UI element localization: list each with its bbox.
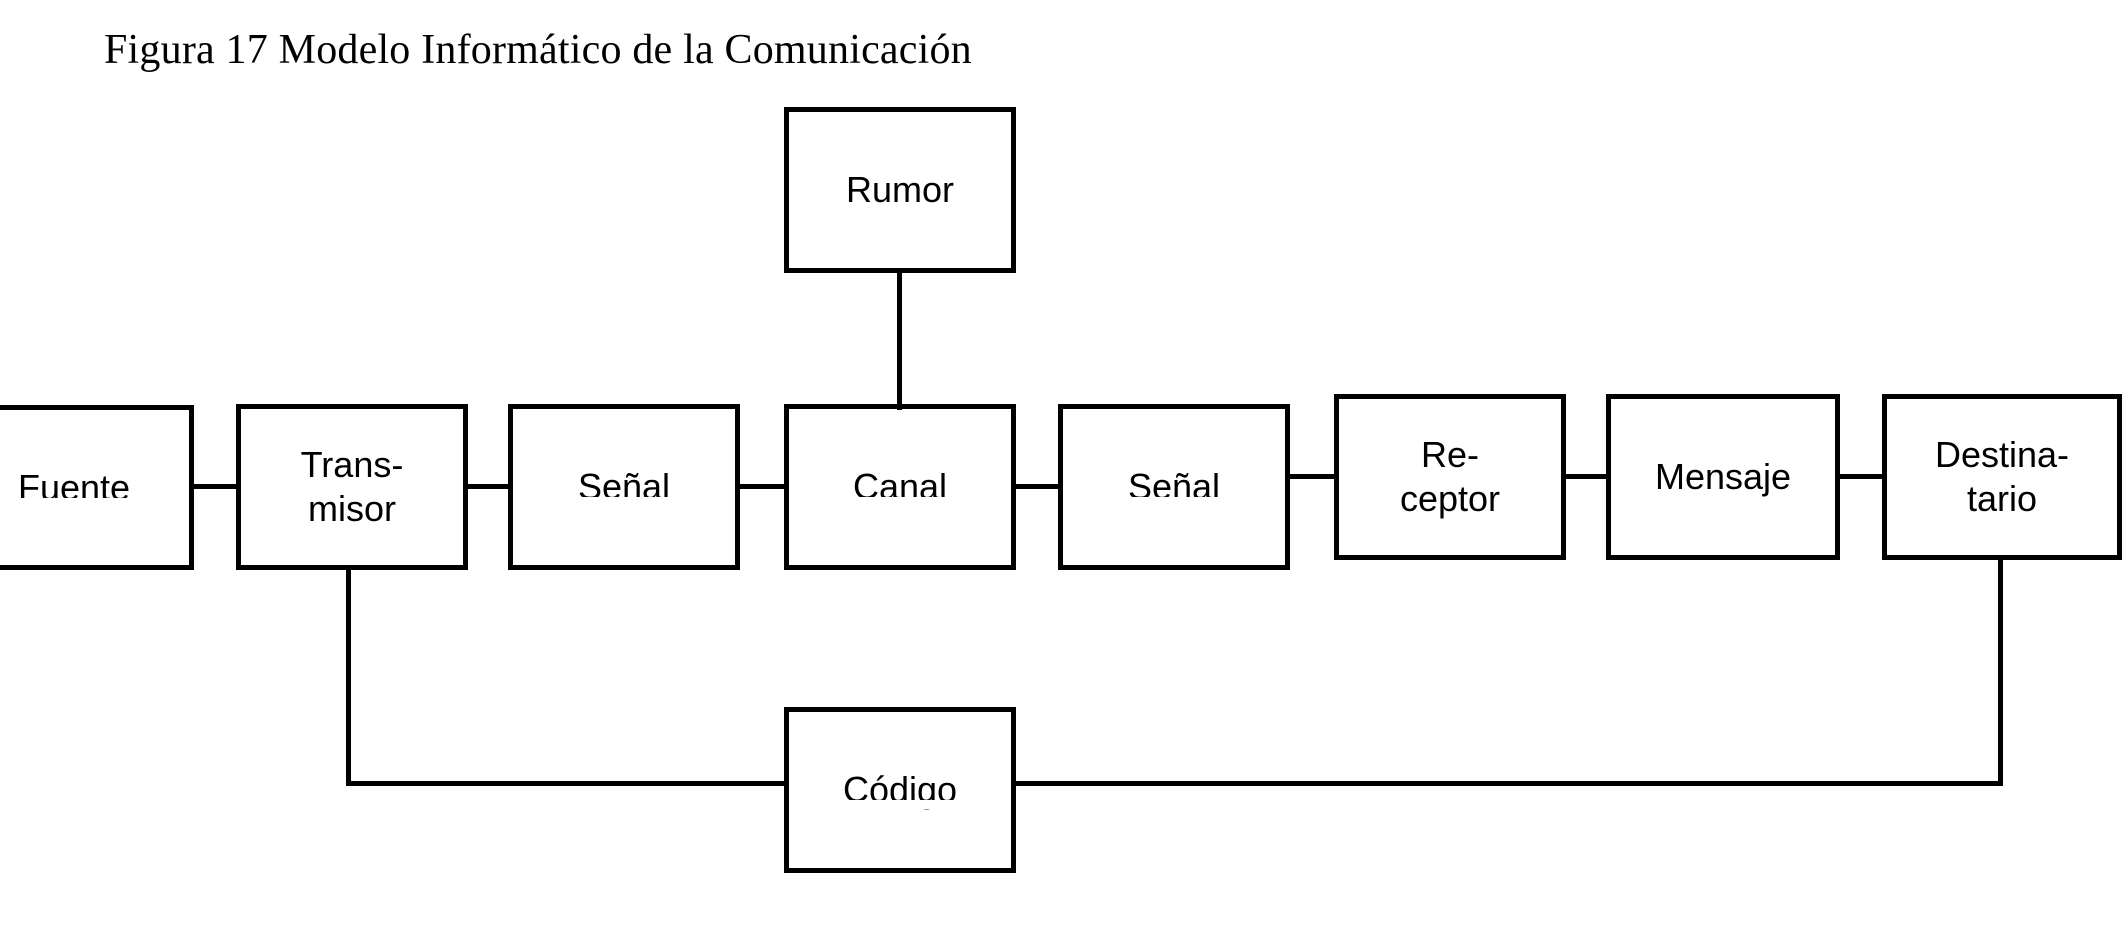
edge-transmisor-senal1 xyxy=(463,484,513,489)
edge-transmisor-codigo-vertical xyxy=(346,565,351,786)
node-rumor-label: Rumor xyxy=(845,169,955,211)
edge-destinatario-codigo-vertical xyxy=(1998,555,2003,786)
edge-transmisor-codigo-horizontal xyxy=(346,781,789,786)
node-rumor[interactable]: Rumor xyxy=(784,107,1016,273)
node-senal-1-label: Señal xyxy=(577,466,671,508)
edge-canal-senal2 xyxy=(1011,484,1063,489)
edge-receptor-mensaje xyxy=(1561,474,1611,479)
edge-rumor-canal xyxy=(897,268,902,410)
node-senal-2[interactable]: Señal xyxy=(1058,404,1290,570)
node-mensaje[interactable]: Mensaje xyxy=(1606,394,1840,560)
node-receptor-label: Re- ceptor xyxy=(1399,434,1501,519)
edge-destinatario-codigo-horizontal xyxy=(1011,781,2003,786)
node-senal-2-label: Señal xyxy=(1127,466,1221,508)
edge-senal2-receptor xyxy=(1285,474,1339,479)
node-destinatario[interactable]: Destina- tario xyxy=(1882,394,2122,560)
node-codigo-label: Código xyxy=(842,769,958,811)
edge-senal1-canal xyxy=(735,484,789,489)
edge-mensaje-destinatario xyxy=(1835,474,1887,479)
figure-title: Figura 17 Modelo Informático de la Comun… xyxy=(104,27,972,73)
node-transmisor[interactable]: Trans- misor xyxy=(236,404,468,570)
node-canal[interactable]: Canal xyxy=(784,404,1016,570)
edge-fuente-transmisor xyxy=(189,484,241,489)
node-canal-label: Canal xyxy=(852,466,948,508)
node-codigo[interactable]: Código xyxy=(784,707,1016,873)
node-fuente[interactable]: Fuente xyxy=(0,405,194,570)
node-receptor[interactable]: Re- ceptor xyxy=(1334,394,1566,560)
node-fuente-label: Fuente xyxy=(17,466,131,508)
node-mensaje-label: Mensaje xyxy=(1654,456,1792,498)
node-destinatario-label: Destina- tario xyxy=(1934,434,2070,519)
node-senal-1[interactable]: Señal xyxy=(508,404,740,570)
node-transmisor-label: Trans- misor xyxy=(300,444,404,529)
